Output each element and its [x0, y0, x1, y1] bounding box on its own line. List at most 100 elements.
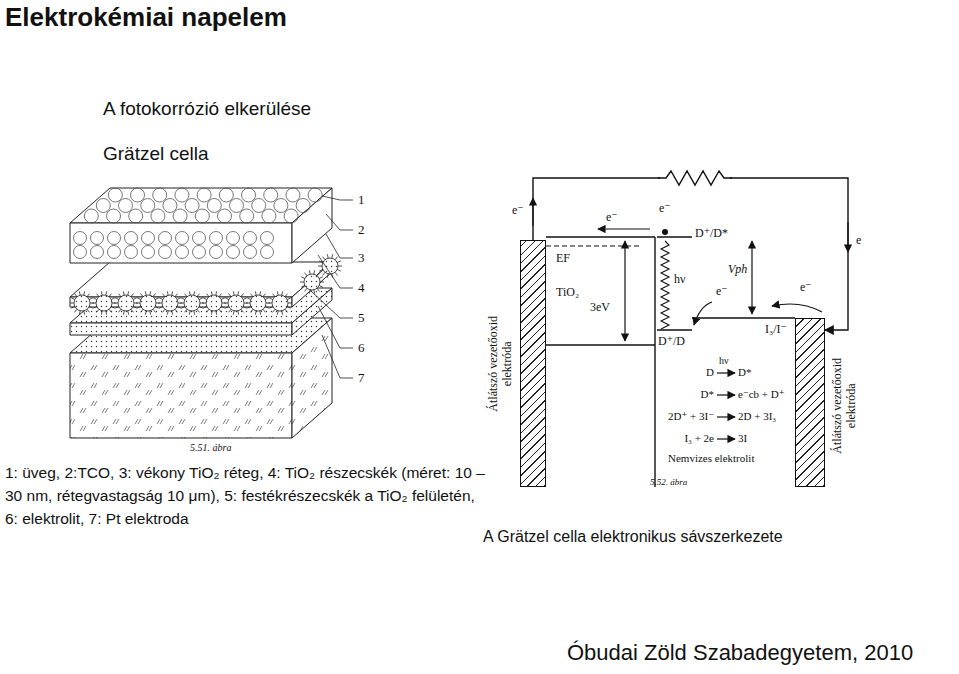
- tio2-particle: [125, 232, 138, 245]
- double-arrow: [751, 241, 752, 314]
- leader-line: [322, 335, 353, 378]
- photon-wave: [661, 241, 669, 329]
- layer-face: [70, 188, 332, 223]
- tio2-particle: [261, 232, 274, 245]
- tio2-particle: [173, 209, 187, 223]
- flow-arrow: [717, 416, 735, 417]
- electrolyte-label: Nemvizes elektrolit: [668, 452, 754, 465]
- tio2-particle: [210, 246, 223, 259]
- tio2-particle: [274, 199, 288, 213]
- reaction-term: 2D + 3I₃: [738, 410, 776, 423]
- dye-coated-particle: [224, 291, 248, 314]
- tio2-particle: [74, 246, 87, 259]
- energy-level-label: D⁺/D: [658, 334, 685, 348]
- tio2-particle: [193, 246, 206, 259]
- dye-coated-particle: [136, 291, 160, 314]
- callout-number: 4: [358, 280, 365, 296]
- tio2-particle: [240, 209, 254, 223]
- electron-dot: [662, 229, 668, 235]
- tio2-particle: [141, 199, 155, 213]
- dye-coated-particle: [268, 291, 292, 314]
- dye-coated-particle: [180, 291, 204, 314]
- band-edge: [654, 237, 655, 487]
- tio2-particle: [74, 232, 87, 245]
- photon-label: hν: [674, 272, 685, 286]
- energy-level-label: D⁺/D*: [695, 226, 728, 240]
- callout-number: 1: [358, 192, 365, 208]
- footer: Óbudai Zöld Szabadegyetem, 2010: [567, 640, 913, 666]
- electrode-label: Átlátszó vezetőoxid elektróda: [486, 301, 514, 426]
- tio2-particle: [153, 188, 167, 202]
- dye-coated-particle: [300, 270, 324, 293]
- callout-number: 3: [358, 250, 365, 266]
- double-arrow: [624, 241, 625, 341]
- tio2-particle: [185, 199, 199, 213]
- band-edge: [692, 317, 795, 318]
- figure-caption: A Grätzel cella elektronikus sávszerkeze…: [483, 527, 783, 546]
- tio2-particle: [230, 199, 244, 213]
- dye-coated-particle: [318, 254, 342, 277]
- redox-level-label: I₃/I⁻: [765, 322, 787, 336]
- reaction-term: I₃ + 2e: [684, 432, 714, 445]
- electrode-label: Átlátszó vezetőoxid elektróda: [830, 343, 858, 468]
- cell-illustration: [70, 188, 353, 438]
- tio2-particle: [219, 188, 233, 202]
- fermi-level-label: EF: [556, 251, 570, 265]
- layer-face: [70, 323, 292, 335]
- tio2-particle: [264, 188, 278, 202]
- tio2-particle: [107, 209, 121, 223]
- callout-number: 2: [358, 222, 365, 238]
- electron-label: e⁻: [606, 210, 618, 224]
- dye-coated-particle: [158, 291, 182, 314]
- tio2-particle: [286, 188, 300, 202]
- tio2-particle: [262, 209, 276, 223]
- slide-title: Elektrokémiai napelem: [5, 2, 287, 33]
- tio2-particle: [91, 246, 104, 259]
- circuit-wire: [533, 178, 848, 330]
- tio2-particle: [252, 199, 266, 213]
- tio2-particle: [129, 209, 143, 223]
- electrode-strip: Átlátszó vezetőoxid elektróda: [520, 240, 546, 487]
- tio2-particle: [176, 246, 189, 259]
- leader-line: [326, 214, 353, 230]
- electron-label: e⁻: [659, 201, 671, 215]
- tio2-particle: [175, 188, 189, 202]
- tio2-particle: [159, 232, 172, 245]
- fermi-level: [546, 245, 640, 246]
- leader-line: [326, 234, 353, 258]
- resistor-symbol: [658, 171, 732, 185]
- flow-arrow: [717, 438, 735, 439]
- leader-line: [322, 196, 353, 200]
- tio2-particle: [244, 232, 257, 245]
- cell-layer: [70, 318, 332, 438]
- electron-label: e⁻: [800, 280, 812, 294]
- reaction-term: 2D⁺ + 3I⁻: [668, 410, 714, 423]
- leader-line: [318, 306, 353, 348]
- tio2-particle: [218, 209, 232, 223]
- reaction-term: D*: [701, 388, 714, 401]
- tio2-particle: [131, 188, 145, 202]
- cell-layer: [70, 188, 332, 263]
- electron-label: e⁻: [512, 203, 524, 217]
- subtitle: Grätzel cella: [103, 143, 209, 166]
- reaction-term: D: [706, 366, 714, 379]
- flow-arrow: [532, 198, 533, 226]
- callout-number: 6: [358, 340, 365, 356]
- dye-coated-particle: [114, 291, 138, 314]
- tio2-particle: [163, 199, 177, 213]
- tio2-particle: [142, 232, 155, 245]
- layer-face: [292, 318, 332, 438]
- tio2-particle: [96, 199, 110, 213]
- reaction-term: D*: [738, 366, 751, 379]
- band-edge: [546, 236, 655, 237]
- flow-arrow: [598, 228, 650, 229]
- tio2-particle: [227, 246, 240, 259]
- voltage-label: Vph: [728, 262, 747, 276]
- tio2-particle: [296, 199, 310, 213]
- tio2-particle: [210, 232, 223, 245]
- subtitle: A fotokorrózió elkerülése: [103, 98, 311, 121]
- tio2-particle: [108, 188, 122, 202]
- tio2-particle: [284, 209, 298, 223]
